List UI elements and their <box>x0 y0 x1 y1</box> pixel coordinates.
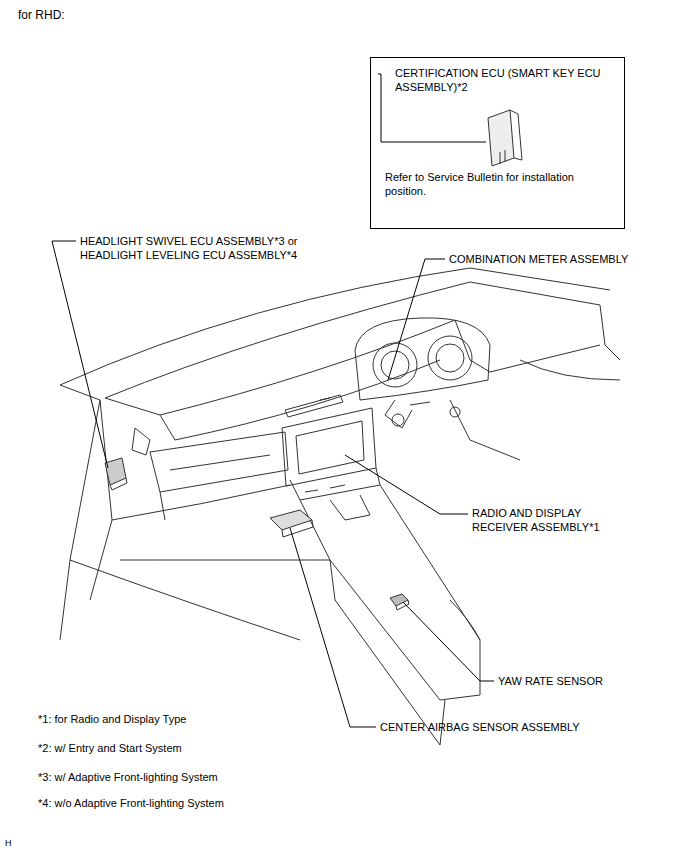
callout-box: CERTIFICATION ECU (SMART KEY ECU ASSEMBL… <box>370 57 625 229</box>
footnote: *3: w/ Adaptive Front-lighting System <box>38 770 338 784</box>
part-name: RADIO AND DISPLAY RECEIVER ASSEMBLY*1 <box>472 506 622 535</box>
figure-code: H <box>5 838 35 850</box>
part-name: CENTER AIRBAG SENSOR ASSEMBLY <box>380 720 640 734</box>
page-title: for RHD: <box>18 8 65 24</box>
footnote: *1: for Radio and Display Type <box>38 712 338 726</box>
footnote: *4: w/o Adaptive Front-lighting System <box>38 796 338 810</box>
part-name: COMBINATION METER ASSEMBLY <box>449 252 679 266</box>
part-name: HEADLIGHT SWIVEL ECU ASSEMBLY*3 or HEADL… <box>80 234 340 263</box>
part-name: CERTIFICATION ECU (SMART KEY ECU ASSEMBL… <box>395 66 610 95</box>
part-name: YAW RATE SENSOR <box>498 674 678 688</box>
footnote: *2: w/ Entry and Start System <box>38 741 338 755</box>
note-text: Refer to Service Bulletin for installati… <box>385 170 613 199</box>
